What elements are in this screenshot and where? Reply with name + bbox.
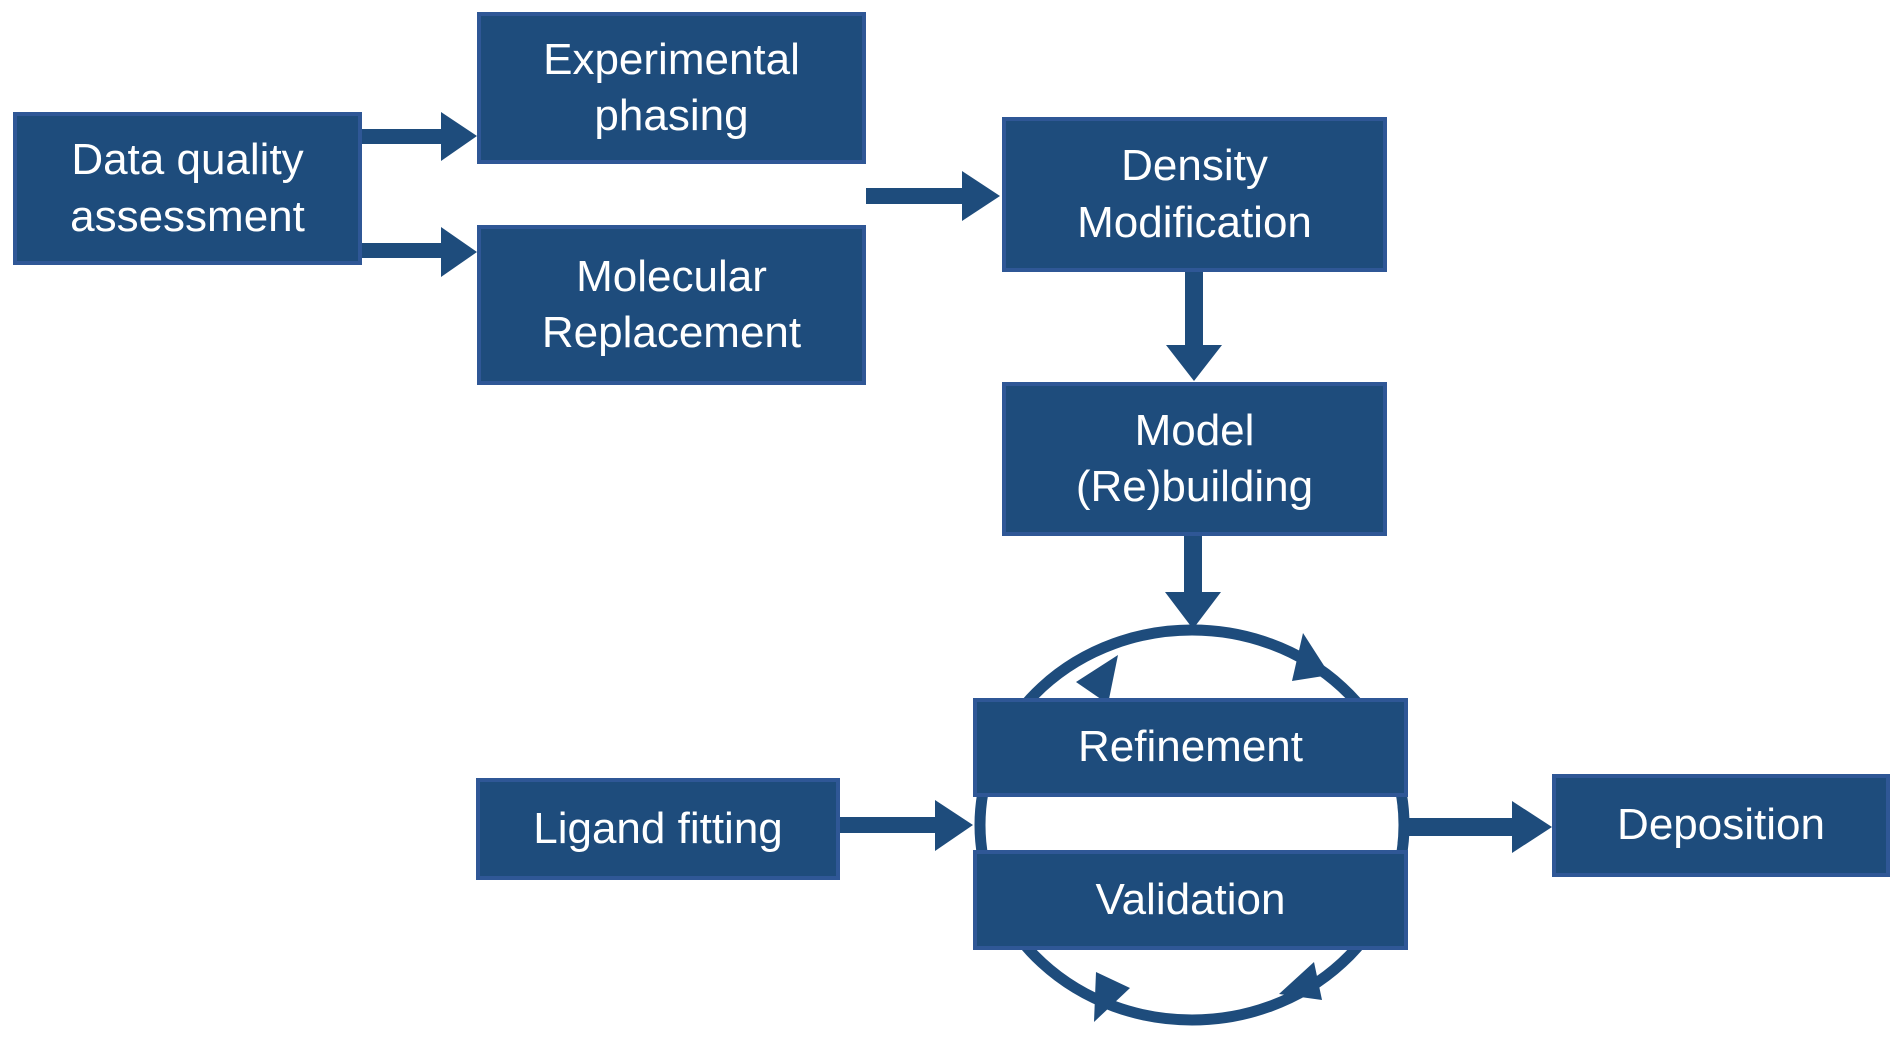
node-label-line: phasing [594, 91, 749, 140]
node-model-rebuilding: Model (Re)building [1002, 382, 1387, 536]
node-label-line: Model [1134, 405, 1255, 455]
node-experimental-phasing: Experimental phasing [477, 12, 866, 164]
arrow-density-to-model [1166, 272, 1222, 381]
node-label-line: Density [1121, 141, 1268, 191]
node-label-line: Validation [1095, 874, 1286, 924]
node-label-line: Ligand fitting [533, 803, 783, 853]
node-molecular-replacement: Molecular Replacement [477, 225, 866, 385]
node-refinement: Refinement [973, 698, 1408, 797]
node-label-line: assessment [70, 191, 305, 241]
node-label-line: Deposition [1617, 800, 1825, 850]
node-deposition: Deposition [1552, 774, 1890, 877]
node-label-line: Data quality [71, 135, 304, 185]
node-label-line: (Re)building [1075, 462, 1314, 511]
node-label-line: Molecular [576, 251, 767, 301]
node-validation: Validation [973, 850, 1408, 950]
arrow-dqa-to-molecular [362, 227, 477, 277]
cycle-arrowhead-top-right [1292, 633, 1330, 681]
node-ligand-fitting: Ligand fitting [476, 778, 840, 880]
arrow-ligand-to-cycle [840, 800, 973, 851]
node-density-modification: Density Modification [1002, 117, 1387, 272]
node-label-line: Experimental [543, 34, 800, 84]
cycle-arrowhead-bottom-right [1279, 962, 1322, 1000]
node-label-line: Refinement [1077, 722, 1303, 772]
arrow-cycle-to-deposition [1402, 801, 1552, 853]
arrow-phasing-to-density [866, 171, 1000, 221]
arrow-model-to-cycle [1165, 536, 1221, 629]
cycle-arrowhead-top-left [1076, 655, 1118, 704]
node-data-quality-assessment: Data quality assessment [13, 112, 362, 265]
cycle-circle [974, 624, 1410, 1026]
node-label-line: Modification [1077, 197, 1312, 247]
cycle-arrowhead-bottom-left [1094, 972, 1130, 1022]
arrow-dqa-to-experimental [362, 112, 477, 161]
node-label-line: Replacement [541, 308, 802, 357]
